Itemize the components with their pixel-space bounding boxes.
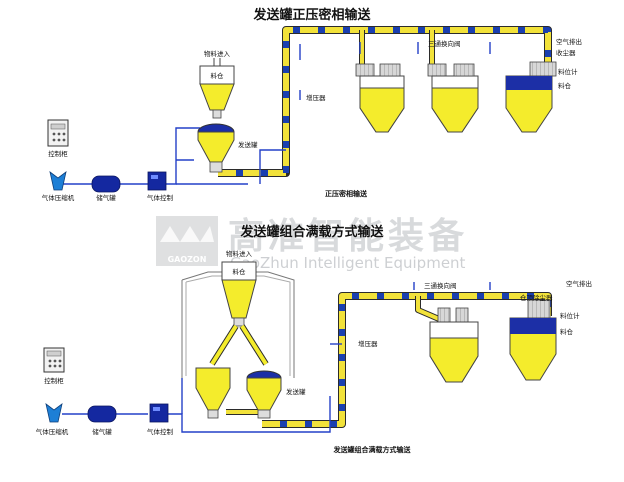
bottom-label-air-exhaust: 空气排出: [566, 279, 592, 288]
watermark-logo-text: GAOZON: [168, 255, 207, 264]
bottom-label-air-tank: 储气罐: [92, 427, 112, 436]
top-label-dust-collector: 收尘器: [556, 48, 576, 57]
bottom-label-gas-control: 气体控制: [147, 427, 174, 436]
bottom-silo-1: [429, 307, 479, 383]
top-feed-hopper: [199, 58, 235, 119]
bottom-compressor: [45, 403, 63, 423]
top-control-cabinet: [47, 119, 69, 147]
top-caption: 正压密相输送: [325, 189, 368, 198]
top-label-level-meter: 料位计: [558, 67, 578, 76]
bottom-title: 发送罐组合满载方式输送: [239, 224, 384, 240]
top-air-lines: [62, 42, 491, 185]
top-silo-2: [427, 63, 479, 133]
watermark-name: 高准智能装备: [228, 216, 468, 257]
bottom-gas-control: [149, 403, 169, 423]
bottom-label-compressor: 气体压缩机: [36, 427, 69, 436]
bottom-label-control-cabinet: 控制柜: [44, 376, 64, 385]
bottom-labels: 物料进入 料仓 发送罐 增压器 三通换向阀 空气排出 仓顶除尘器 料位计 料仓 …: [36, 249, 592, 454]
bottom-sender-tank-right: [246, 370, 282, 419]
top-label-booster: 增压器: [306, 93, 326, 102]
top-label-compressor: 气体压缩机: [42, 193, 75, 202]
bottom-label-sender: 发送罐: [286, 387, 306, 396]
bottom-label-silo: 料仓: [560, 327, 574, 336]
bottom-label-feed-in: 物料进入: [226, 249, 253, 258]
top-title: 发送罐正压密相输送: [252, 7, 371, 23]
watermark-english: GaoZhun Intelligent Equipment: [230, 254, 466, 272]
top-air-tank: [91, 175, 121, 193]
bottom-conveying-pipe: [226, 292, 552, 428]
top-silo-1: [355, 63, 405, 133]
bottom-label-dust-collector: 仓顶除尘器: [520, 293, 553, 302]
bottom-label-booster: 增压器: [358, 339, 378, 348]
top-sender-tank: [197, 123, 235, 173]
top-silo-3: [505, 61, 557, 133]
top-compressor: [49, 171, 67, 191]
top-label-hopper: 料仓: [211, 71, 225, 80]
bottom-air-lines: [62, 282, 491, 433]
bottom-silo-2: [509, 299, 557, 381]
top-labels: 物料进入 料仓 发送罐 增压器 三通换向阀 空气排出 收尘器 料位计 料仓 控制…: [42, 37, 582, 202]
bottom-label-three-way: 三通换向阀: [424, 281, 457, 290]
bottom-feed-hopper: [181, 261, 295, 378]
top-label-silo: 料仓: [558, 81, 572, 90]
top-label-air-tank: 储气罐: [96, 193, 116, 202]
bottom-control-cabinet: [43, 347, 65, 373]
bottom-sender-tank-left: [195, 367, 231, 419]
top-conveying-pipe: [218, 26, 552, 177]
top-label-three-way: 三通换向阀: [428, 39, 461, 48]
top-label-gas-control: 气体控制: [147, 193, 174, 202]
top-label-control-cabinet: 控制柜: [48, 149, 68, 158]
top-label-feed-in: 物料进入: [204, 49, 231, 58]
bottom-air-tank: [87, 405, 117, 423]
bottom-caption: 发送罐组合满载方式输送: [333, 445, 412, 454]
top-label-sender: 发送罐: [238, 140, 258, 149]
bottom-label-level-meter: 料位计: [560, 311, 580, 320]
top-gas-control: [147, 171, 167, 191]
watermark: GAOZON 高准智能装备 GaoZhun Intelligent Equipm…: [156, 216, 468, 272]
bottom-label-hopper: 料仓: [233, 267, 247, 276]
top-label-air-exhaust: 空气排出: [556, 37, 582, 46]
